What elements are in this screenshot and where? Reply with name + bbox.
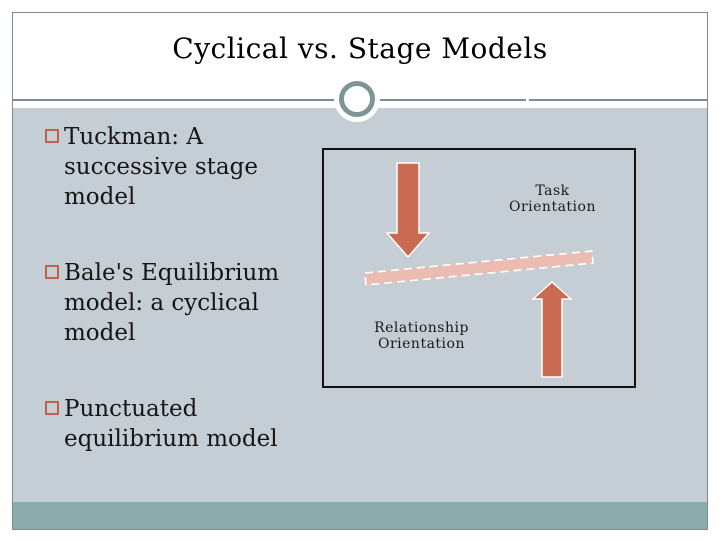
bullet-text-tuckman: Tuckman: A successive stage model bbox=[64, 124, 258, 210]
slide-title: Cyclical vs. Stage Models bbox=[172, 31, 548, 65]
square-bullet-icon bbox=[45, 265, 59, 279]
bullet-text-bales: Bale's Equilibrium model: a cyclical mod… bbox=[64, 260, 280, 346]
square-bullet-icon bbox=[45, 129, 59, 143]
slide-content-background bbox=[12, 108, 708, 502]
diagram-box bbox=[322, 148, 636, 388]
square-bullet-icon bbox=[45, 401, 59, 415]
list-item: Tuckman: A successive stage model bbox=[45, 122, 280, 212]
list-item: Punctuated equilibrium model bbox=[45, 394, 280, 454]
footer-accent-band bbox=[12, 502, 708, 530]
title-area: Cyclical vs. Stage Models bbox=[12, 18, 708, 78]
bullet-text-punctuated: Punctuated equilibrium model bbox=[64, 396, 278, 452]
circle-ornament-icon bbox=[339, 81, 375, 117]
bullet-list: Tuckman: A successive stage model Bale's… bbox=[45, 122, 280, 500]
relationship-orientation-label: Relationship Orientation bbox=[374, 320, 469, 352]
task-orientation-label: Task Orientation bbox=[509, 183, 596, 215]
divider-gap-mark bbox=[526, 99, 529, 101]
list-item: Bale's Equilibrium model: a cyclical mod… bbox=[45, 258, 280, 348]
